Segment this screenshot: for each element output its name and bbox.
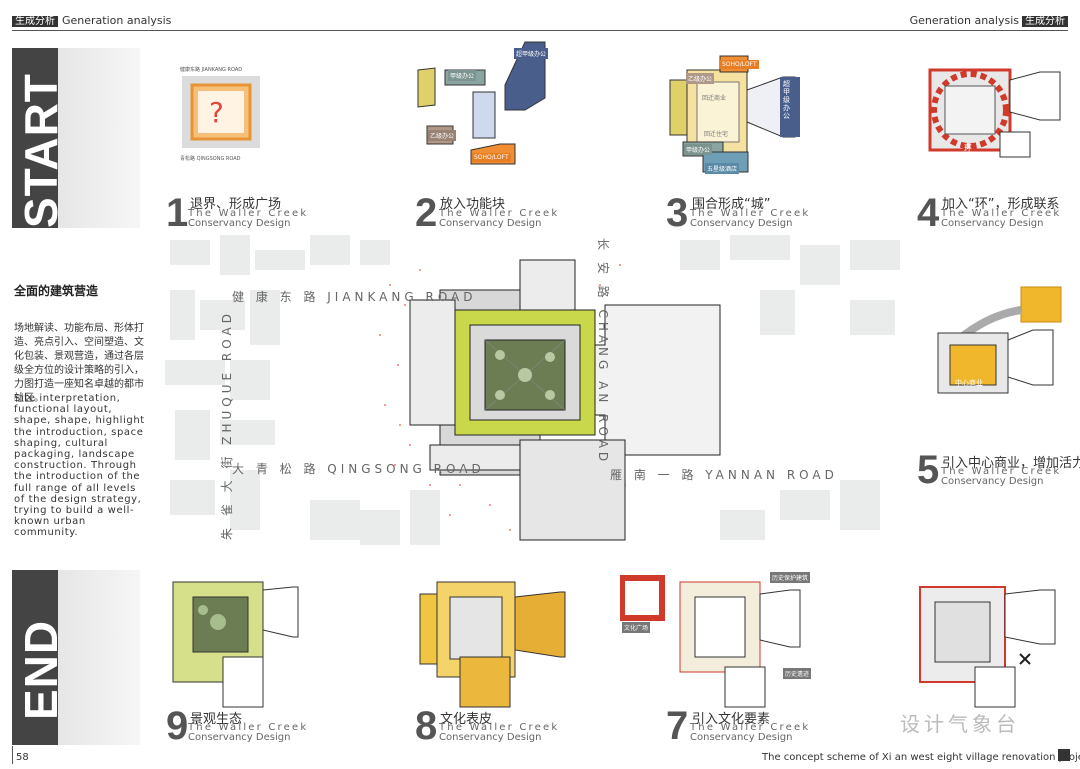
- step-1-en1: The Waller Creek: [188, 208, 309, 219]
- end-word: END: [15, 619, 67, 720]
- start-band: [12, 48, 58, 228]
- end-band-gray: [58, 570, 140, 745]
- road-qingsong: 大 青 松 路 QINGSONG ROAD: [232, 462, 485, 476]
- step-7-number: 7: [666, 704, 689, 748]
- project-title: The concept scheme of Xi an west eight v…: [762, 752, 1080, 763]
- road-yannan: 雁 南 一 路 YANNAN ROAD: [610, 468, 838, 482]
- diagram-7: [620, 575, 801, 708]
- step-2-en2: Conservancy Design: [439, 218, 542, 229]
- diagram-5: [937, 286, 1062, 394]
- diagram-2: [417, 41, 546, 165]
- step-2-number: 2: [415, 191, 438, 235]
- diagram-7-label-1: 文化广场: [622, 622, 651, 633]
- step-3-title: 围合形成“城”: [692, 197, 771, 212]
- step-1-en2: Conservancy Design: [188, 218, 291, 229]
- step-4-title: 加入“环”，形成联系: [942, 197, 1060, 212]
- description-en: Site interpretation, functional layout, …: [14, 393, 145, 539]
- step-8-title: 文化表皮: [440, 712, 493, 727]
- step-1-number: 1: [166, 191, 189, 235]
- diagram-1-question: ?: [209, 96, 224, 129]
- step-8-en2: Conservancy Design: [439, 732, 542, 743]
- road-jiankang: 健 康 东 路 JIANKANG ROAD: [232, 290, 477, 304]
- diagram-7-label-2: 历史遗迹: [783, 668, 812, 679]
- step-3-en2: Conservancy Design: [690, 218, 793, 229]
- header-rule: [12, 30, 1068, 31]
- diagram-3-label-5: 回迁商业: [702, 95, 727, 102]
- header-left: 生成分析 Generation analysis: [12, 12, 171, 27]
- step-3-number: 3: [666, 191, 689, 235]
- diagram-2-label-0: 超甲级办公: [514, 48, 549, 59]
- diagram-3-label-1: 乙级办公: [686, 73, 715, 84]
- diagram-7-label-0: 历史保护建筑: [770, 572, 811, 583]
- step-9-en1: The Waller Creek: [188, 722, 309, 733]
- step-4-en1: The Waller Creek: [941, 208, 1062, 219]
- step-4-en2: Conservancy Design: [941, 218, 1044, 229]
- diagram-1-road-top: 健康东路 JIANKANG ROAD: [180, 67, 243, 73]
- step-5-en2: Conservancy Design: [941, 476, 1044, 487]
- diagram-4: [928, 68, 1061, 158]
- watermark: 设计气象台: [900, 712, 1020, 736]
- step-3-en1: The Waller Creek: [690, 208, 811, 219]
- diagram-3: [669, 55, 800, 173]
- step-2-en1: The Waller Creek: [439, 208, 560, 219]
- description-title: 全面的建筑营造: [14, 284, 99, 298]
- diagram-2-label-3: SOHO/LOFT: [472, 153, 511, 162]
- description-cn: 场地解读、功能布局、形体打造、亮点引入、空间塑造、文化包装、景观营造，通过各层级…: [14, 323, 144, 404]
- header-left-tag: 生成分析: [12, 16, 58, 27]
- diagram-3-label-6: 回迁住宅: [704, 131, 729, 138]
- start-word: START: [15, 73, 67, 228]
- diagram-3-label-3: 甲级办公: [684, 144, 713, 155]
- diagram-9: [172, 581, 299, 708]
- diagram-5-label: 中心商业: [955, 379, 983, 387]
- diagram-2-label-1: 甲级办公: [448, 70, 477, 81]
- step-9-en2: Conservancy Design: [188, 732, 291, 743]
- step-1-title: 退界、形成广场: [190, 197, 282, 212]
- diagram-3-label-2: 超甲级办公: [783, 80, 790, 120]
- header-right-text: Generation analysis: [909, 14, 1019, 27]
- start-band-gray: [58, 48, 140, 228]
- step-5-title: 引入中心商业，增加活力: [942, 456, 1080, 471]
- step-7-title: 引入文化要素: [692, 712, 771, 727]
- diagram-2-label-2: 乙级办公: [428, 130, 457, 141]
- diagram-4-label: 环: [964, 144, 972, 153]
- step-9-number: 9: [166, 704, 189, 748]
- header-left-text: Generation analysis: [62, 14, 172, 27]
- road-changan: 长 安 路 CHANG AN ROAD: [596, 238, 610, 466]
- context-map: [165, 235, 900, 545]
- road-zhuque: 朱 雀 大 街 ZHUQUE ROAD: [220, 310, 234, 540]
- diagram-8: [419, 581, 566, 708]
- step-8-en1: The Waller Creek: [439, 722, 560, 733]
- end-band: [12, 570, 58, 745]
- page-number: 58: [16, 752, 29, 763]
- header-right-tag: 生成分析: [1022, 16, 1068, 27]
- step-9-title: 景观生态: [190, 712, 243, 727]
- diagram-3-label-0: SOHO/LOFT: [720, 60, 759, 69]
- step-8-number: 8: [415, 704, 438, 748]
- step-7-en1: The Waller Creek: [690, 722, 811, 733]
- diagram-1-road-bottom: 青松路 QINGSONG ROAD: [180, 156, 241, 162]
- step-5-number: 5: [917, 448, 940, 492]
- step-7-en2: Conservancy Design: [690, 732, 793, 743]
- master-plan: [379, 259, 721, 541]
- diagram-3-label-4: 五星级酒店: [705, 163, 740, 174]
- footer-bar: [12, 746, 13, 764]
- step-5-en1: The Waller Creek: [941, 466, 1062, 477]
- step-4-number: 4: [917, 191, 940, 235]
- footer-logo-icon: [1058, 749, 1070, 761]
- diagram-6: [919, 586, 1056, 708]
- step-2-title: 放入功能块: [440, 197, 506, 212]
- diagram-1: [182, 76, 260, 148]
